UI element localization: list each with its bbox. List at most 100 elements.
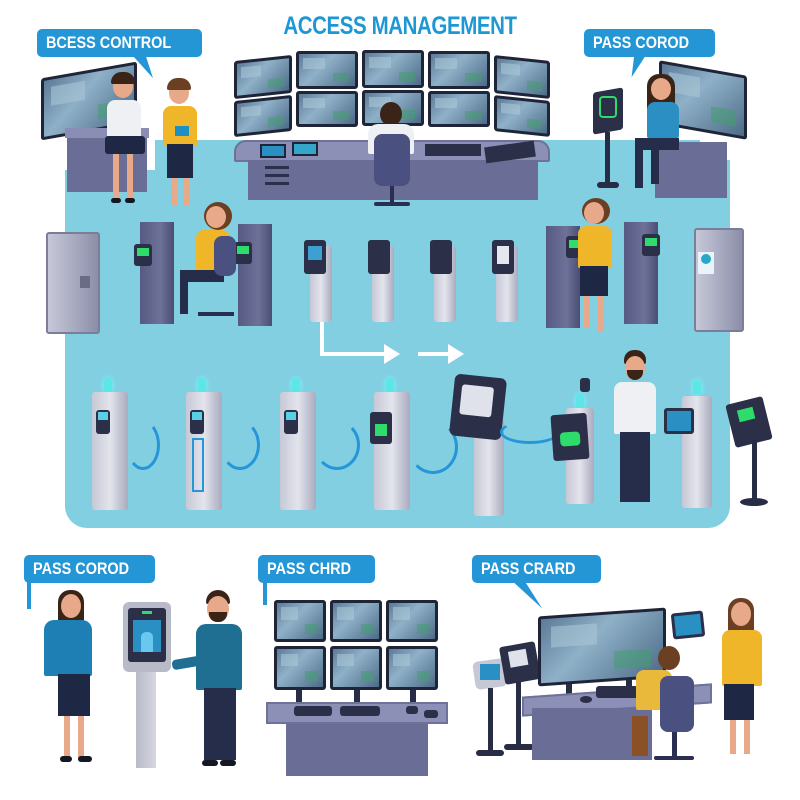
kiosk-base: [504, 744, 534, 750]
person-skirt: [58, 674, 90, 716]
person-leg: [113, 154, 119, 198]
card-reader-icon: [96, 410, 110, 434]
server-cabinet: [694, 228, 744, 332]
kiosk-screen: [448, 373, 508, 441]
person-pants: [620, 432, 650, 502]
monitor-stand: [410, 690, 416, 702]
drawer-icon: [265, 166, 289, 169]
cable: [408, 420, 458, 474]
person-shoe: [125, 198, 135, 203]
monitor: [274, 646, 326, 690]
person-jacket: [196, 624, 242, 690]
kiosk-stand: [516, 682, 521, 746]
tablet-icon: [664, 408, 694, 434]
chair: [660, 676, 694, 732]
server-cabinet: [46, 232, 100, 334]
flow-arrow-icon: [418, 352, 448, 356]
top-right-station: [585, 60, 760, 212]
central-control-room: [230, 48, 550, 223]
person-leg: [584, 296, 590, 328]
person-skirt: [105, 136, 145, 154]
kiosk-screen: [128, 608, 166, 662]
monitor: [362, 50, 424, 88]
callout-pass-card-top: PASS COROD: [584, 29, 716, 57]
cabinet-lock-icon: [80, 276, 90, 288]
callout-access-control: BCESS CONTROL: [37, 29, 203, 57]
desk-body: [286, 724, 428, 776]
operator-head: [380, 102, 402, 126]
kiosk-base: [740, 498, 768, 506]
person-head: [651, 78, 671, 100]
turnstile-gate: [140, 222, 174, 324]
turnstile-gate: [238, 224, 272, 326]
monitor: [494, 95, 550, 137]
keyboard-icon: [596, 686, 638, 698]
monitor: [274, 600, 326, 642]
chair-stem: [390, 186, 394, 204]
flow-arrow-icon: [320, 322, 324, 356]
monitor: [386, 600, 438, 642]
kiosk-screen: [725, 396, 773, 448]
person-pants: [204, 688, 236, 760]
person-pants: [180, 270, 224, 282]
card-reader-icon: [492, 240, 514, 274]
person-skirt: [580, 266, 608, 296]
mouse-icon: [580, 696, 592, 703]
speech-bubble-tail-icon: [263, 575, 267, 605]
kiosk-stand: [488, 688, 493, 752]
card-reader-icon: [284, 410, 298, 434]
beacon-light-icon: [292, 378, 300, 392]
kiosk-screen: [480, 664, 500, 680]
tablet-icon: [670, 610, 706, 640]
person-leg: [64, 716, 70, 758]
card-reader-icon: [304, 240, 326, 274]
kiosk-stand: [605, 132, 610, 184]
person-shoe: [78, 756, 92, 762]
person-head: [658, 646, 680, 670]
person-leg: [744, 720, 750, 754]
monitor-stand: [566, 684, 572, 698]
callout-pass-card-bottom-right: PASS CRARD: [472, 555, 602, 583]
cable: [220, 420, 260, 470]
tablet-icon: [260, 144, 286, 158]
monitor: [234, 54, 292, 100]
person-shoe: [220, 760, 236, 766]
person-coat: [614, 382, 656, 434]
glass-gate: [192, 438, 204, 492]
person-leg: [78, 716, 84, 758]
person-hair: [111, 72, 135, 84]
monitor: [330, 646, 382, 690]
person-hair: [167, 78, 191, 90]
monitor: [296, 51, 358, 89]
chair-base: [198, 312, 234, 316]
callout-label: BCESS CONTROL: [46, 33, 172, 52]
beacon-light-icon: [693, 380, 701, 394]
tablet-icon: [175, 126, 189, 136]
person-jacket: [722, 630, 762, 686]
lock-icon: [701, 254, 711, 264]
person-leg: [730, 720, 736, 754]
flow-arrow-icon: [384, 344, 400, 364]
monitor: [428, 91, 490, 127]
fingerprint-scanner-icon: [550, 412, 590, 462]
person-shoe: [111, 198, 121, 203]
person-jacket: [44, 620, 92, 676]
chair-base: [654, 756, 694, 760]
tablet-icon: [292, 142, 318, 156]
person-body: [107, 100, 141, 138]
person-skirt: [167, 144, 193, 178]
flow-arrow-icon: [320, 352, 384, 356]
monitor: [234, 94, 292, 138]
chair-base: [374, 202, 410, 206]
beacon-light-icon: [576, 394, 584, 408]
chair: [374, 134, 410, 186]
kiosk-stand: [136, 672, 156, 768]
person-head: [731, 602, 751, 626]
person-skirt: [724, 684, 754, 720]
chair-stem: [672, 732, 677, 756]
callout-label: PASS COROD: [33, 559, 130, 578]
keyboard-icon: [340, 706, 380, 716]
keyboard-icon: [425, 144, 481, 156]
card-reader-icon: [424, 710, 438, 718]
card-reader-icon: [406, 706, 418, 714]
